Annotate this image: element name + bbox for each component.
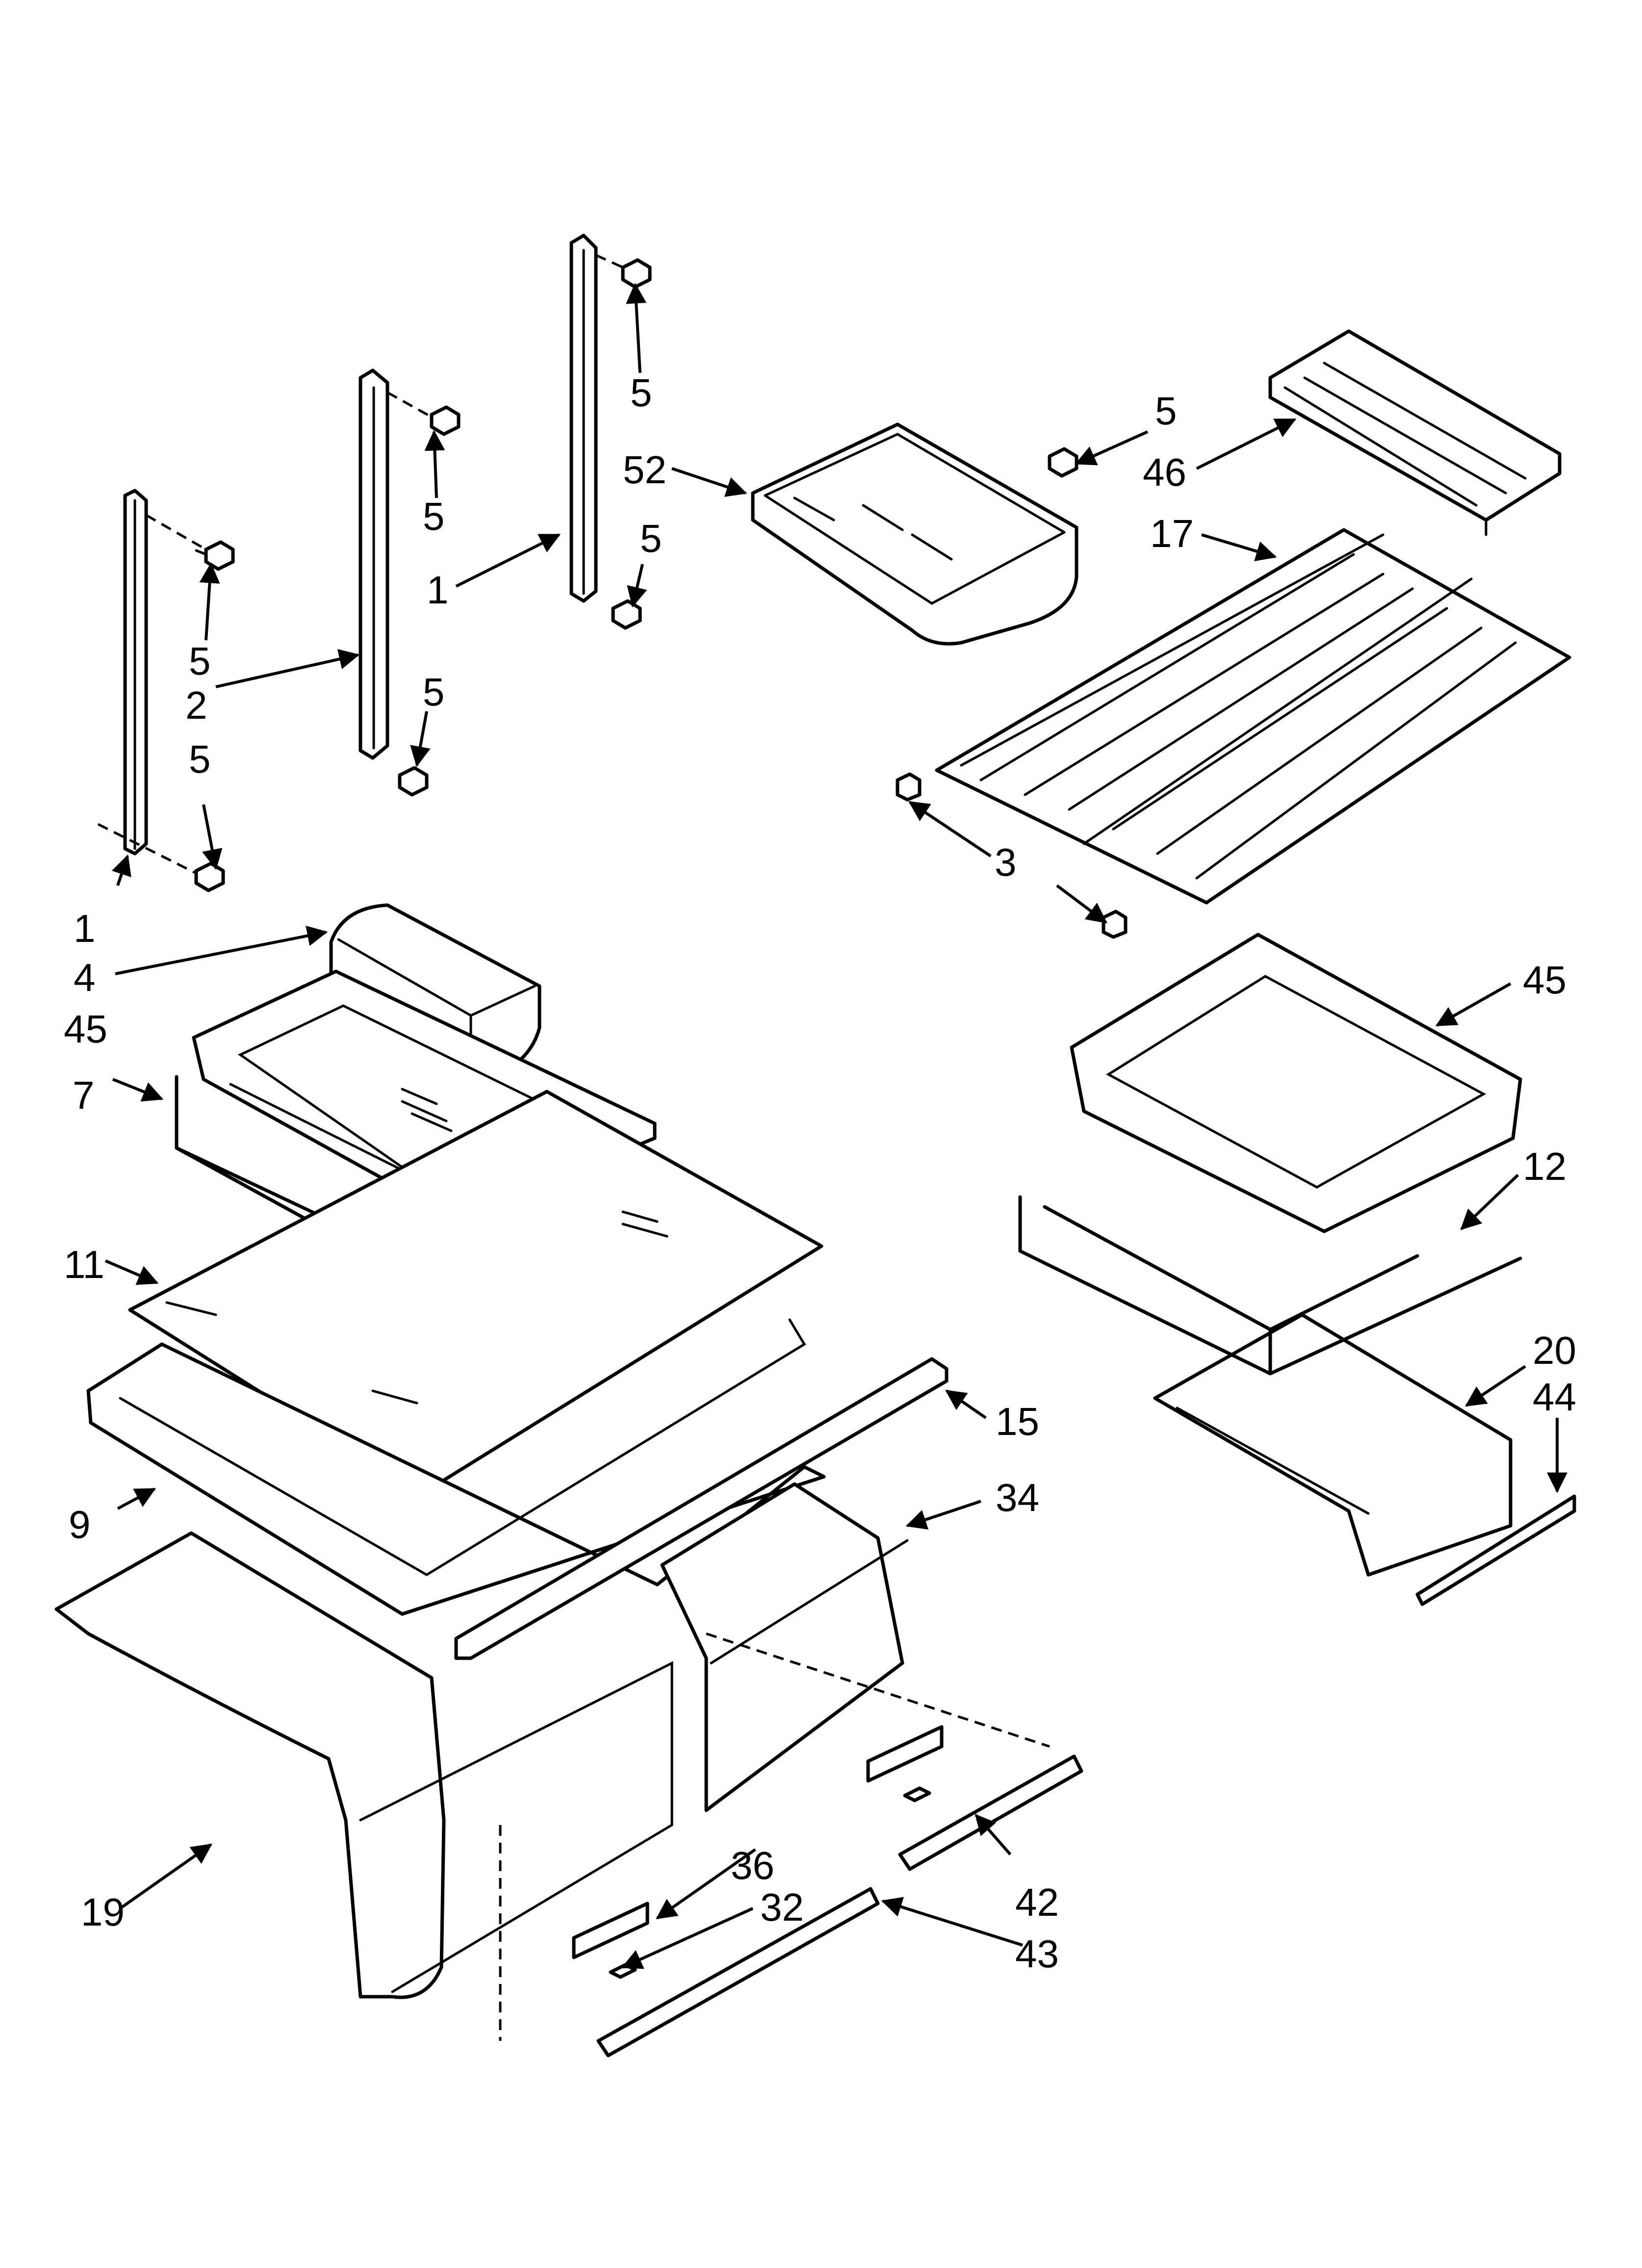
callout-7: 7 xyxy=(73,1073,95,1117)
callout-2: 2 xyxy=(185,683,207,727)
callout-45: 45 xyxy=(64,1007,107,1051)
callout-52: 52 xyxy=(623,448,667,492)
callout-5: 5 xyxy=(1155,389,1177,433)
callout-44: 44 xyxy=(1533,1375,1576,1419)
screw xyxy=(195,540,235,571)
divider-strip xyxy=(454,1357,949,1660)
callout-32: 32 xyxy=(760,1885,804,1929)
bracket-36-32-upper xyxy=(866,1725,944,1802)
callout-3: 3 xyxy=(995,840,1017,884)
crisper-drawer-right-assembly xyxy=(1153,1313,1513,1577)
callout-5: 5 xyxy=(640,517,662,560)
shelf-ladder-left xyxy=(97,489,207,875)
trim-strip-43 xyxy=(596,1887,880,2058)
callout-36: 36 xyxy=(731,1844,774,1887)
callout-17: 17 xyxy=(1150,512,1194,555)
callout-5: 5 xyxy=(423,495,445,538)
screw xyxy=(1048,447,1078,478)
callout-5: 5 xyxy=(630,371,652,415)
callout-20: 20 xyxy=(1533,1329,1576,1372)
callout-15: 15 xyxy=(996,1400,1039,1443)
callout-46: 46 xyxy=(1143,450,1186,494)
screw xyxy=(430,405,461,436)
screw xyxy=(611,599,642,630)
drawer-frame-right xyxy=(1018,1195,1522,1376)
callout-1: 1 xyxy=(74,907,96,950)
screw xyxy=(194,861,225,892)
shelf-ladder-center xyxy=(359,368,433,760)
callout-5: 5 xyxy=(189,639,211,683)
callout-11: 11 xyxy=(64,1243,104,1286)
callout-5: 5 xyxy=(189,737,211,781)
glass-shelf-right xyxy=(1070,933,1522,1233)
screw xyxy=(621,258,652,289)
callout-4: 4 xyxy=(74,956,96,999)
trim-strip-42 xyxy=(898,1754,1083,1871)
callout-5: 5 xyxy=(423,670,445,714)
callout-1: 1 xyxy=(427,568,449,612)
callout-19: 19 xyxy=(81,1890,125,1934)
utility-bin xyxy=(751,422,1078,646)
callout-43: 43 xyxy=(1015,1932,1059,1976)
trim-strip-44 xyxy=(1415,1494,1576,1606)
shelf-ladder-right xyxy=(569,234,624,603)
callout-42: 42 xyxy=(1015,1880,1059,1924)
bracket-36-32-lower xyxy=(572,1902,649,1979)
crisper-drawer-left xyxy=(54,1531,673,1999)
callout-34: 34 xyxy=(996,1476,1039,1519)
callout-12: 12 xyxy=(1523,1145,1566,1188)
screw xyxy=(398,766,429,797)
crisper-drawer-right xyxy=(660,1482,909,1812)
ice-cube-tray xyxy=(1268,329,1562,536)
wire-shelf xyxy=(896,528,1571,939)
callout-9: 9 xyxy=(69,1503,91,1546)
callout-45: 45 xyxy=(1523,958,1566,1002)
